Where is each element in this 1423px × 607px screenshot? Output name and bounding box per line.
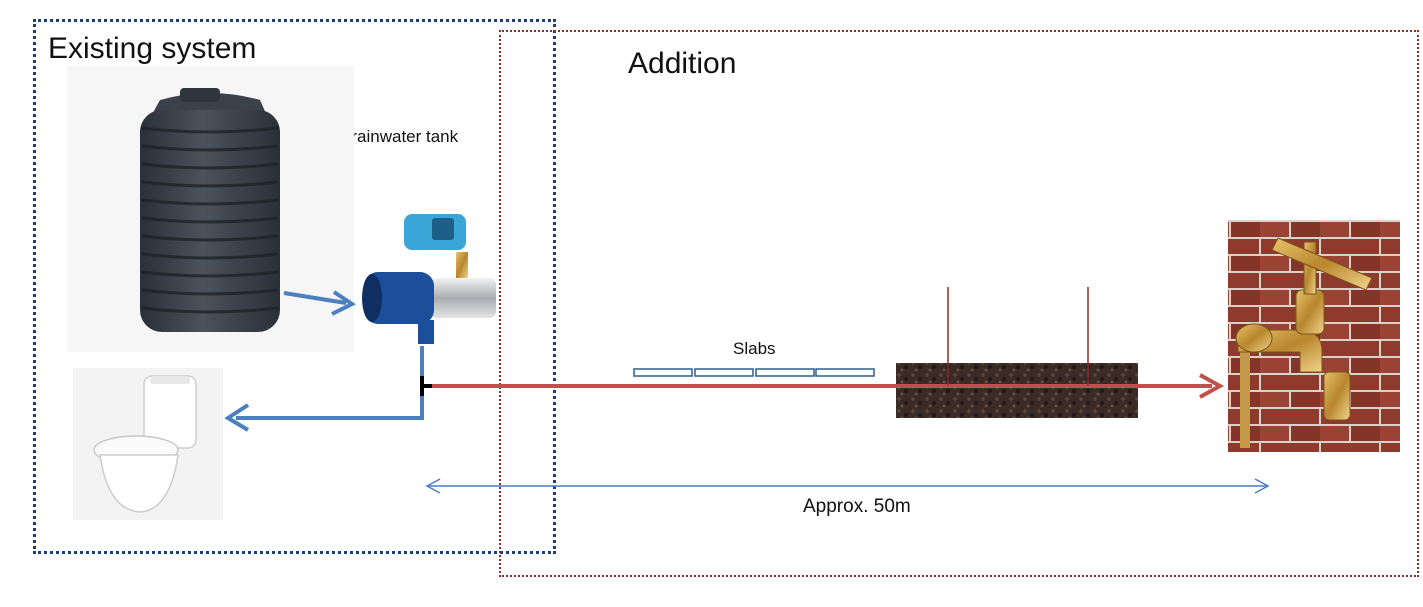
water-pump-icon	[362, 206, 496, 344]
tank-to-pump-arrow	[283, 290, 356, 316]
soil-patch-icon	[896, 287, 1138, 418]
slabs-row	[633, 368, 875, 377]
slab	[633, 368, 693, 377]
blue-pipe-to-toilet	[224, 346, 424, 432]
slab	[694, 368, 754, 377]
garden-tap-icon	[1228, 220, 1400, 452]
distance-label: Approx. 50m	[803, 496, 911, 517]
addition-title: Addition	[628, 47, 737, 80]
water-tank-icon	[67, 66, 354, 352]
distance-measure-line	[425, 478, 1270, 494]
existing-system-title: Existing system	[48, 32, 257, 65]
pipe-t-joint	[420, 376, 434, 396]
toilet-icon	[73, 368, 223, 520]
slabs-label: Slabs	[733, 339, 776, 358]
slab	[815, 368, 875, 377]
slab	[755, 368, 815, 377]
existing-system-region	[33, 19, 556, 554]
addition-region	[499, 30, 1419, 577]
